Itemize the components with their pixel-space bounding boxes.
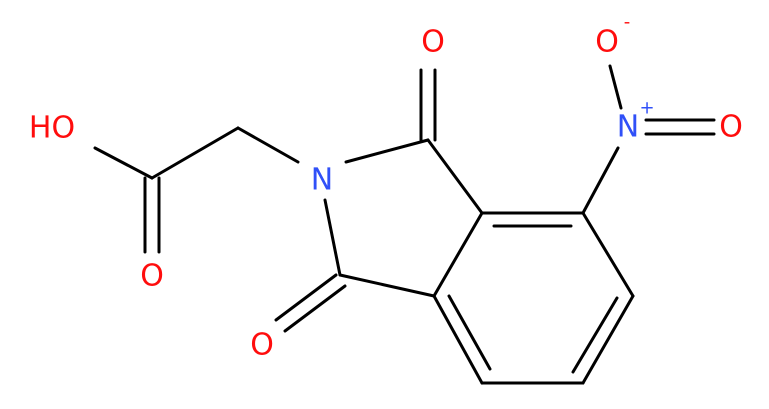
carbonyl-oxygen-bottom-label: O	[250, 328, 274, 363]
bond-c7-c3a-inner	[447, 294, 492, 371]
bond-n-c1	[344, 138, 430, 164]
bond-c3a-c7a	[432, 211, 484, 298]
atom-label-group: HO O N O O N + O - O	[29, 12, 743, 363]
bond-c5-c6-inner	[571, 296, 619, 374]
carboxyl-oxygen-label: O	[140, 259, 164, 294]
bond-n-c3	[323, 198, 342, 277]
bond-c7-c3a	[432, 294, 484, 385]
bond-c1-c7a	[426, 138, 484, 215]
bond-group	[93, 64, 716, 385]
nitro-nitrogen-label: N	[617, 110, 639, 145]
bond-c3-c3a	[338, 273, 436, 298]
bond-c4-c5	[581, 211, 635, 298]
nitro-oxygen-anion-charge: -	[624, 12, 631, 33]
hydroxyl-label: HO	[29, 111, 75, 146]
imide-nitrogen-label: N	[311, 163, 333, 198]
bond-c3-o-double-b	[283, 284, 347, 333]
bond-nitro-n-o-single	[608, 64, 623, 110]
nitro-nitrogen-charge: +	[639, 98, 654, 119]
nitro-oxygen-double-label: O	[719, 110, 743, 145]
nitro-oxygen-anion-label: O	[595, 25, 619, 60]
bond-ch2-n	[236, 126, 300, 164]
bond-oh-c	[93, 146, 154, 180]
bond-c5-c6	[581, 294, 635, 385]
bond-c-ch2	[150, 126, 240, 180]
bond-c4-nitro-n	[581, 146, 620, 215]
bond-c3-o-double-a	[274, 273, 338, 322]
carbonyl-oxygen-top-label: O	[421, 25, 445, 60]
